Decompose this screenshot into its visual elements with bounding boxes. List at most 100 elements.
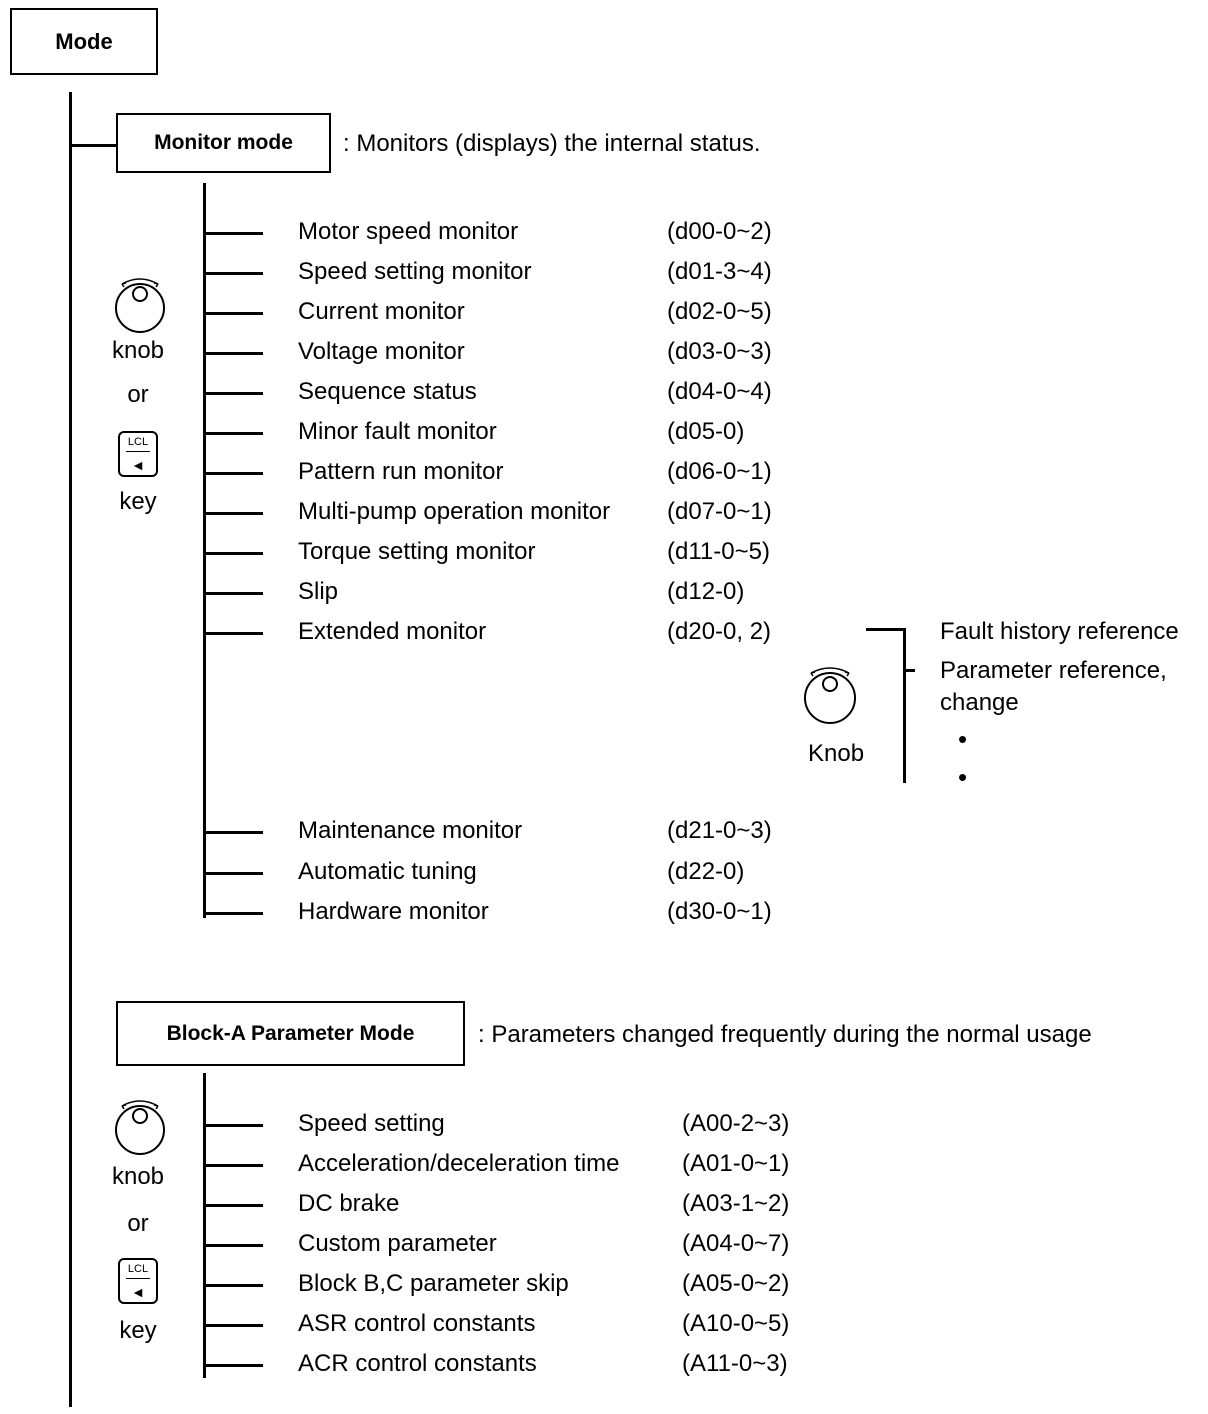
lcl-key-divider [126,451,150,452]
block-a-left-arrow-icon: ◄ [131,1284,145,1300]
extended-knob-label: Knob [808,740,865,767]
lcl-key-label: LCL [127,436,149,448]
tree-item-code: (d12-0) [667,578,745,605]
tree-item-label[interactable]: Voltage monitor [298,338,465,365]
block-a-key-label: key [119,1317,157,1344]
tree-item-code: (d30-0~1) [667,898,772,925]
tree-tick [205,272,263,275]
tree-item-label[interactable]: Multi-pump operation monitor [298,498,611,525]
monitor-mode-box[interactable]: Monitor mode [116,113,331,173]
tree-item-code: (d20-0, 2) [667,618,772,645]
tree-item-label[interactable]: Block B,C parameter skip [298,1270,569,1297]
tree-item-code: (d03-0~3) [667,338,772,365]
tree-item-code: (A05-0~2) [682,1270,790,1297]
block-a-knob-label: knob [111,1163,165,1190]
tree-item-code: (d07-0~1) [667,498,772,525]
tree-item-label[interactable]: Extended monitor [298,618,487,645]
tree-item-code: (A01-0~1) [682,1150,790,1177]
tree-item-label[interactable]: ACR control constants [298,1350,537,1377]
monitor-mode-title: Monitor mode [154,131,293,154]
block-a-knob-icon[interactable] [110,1094,170,1156]
tree-item-label[interactable]: Current monitor [298,298,465,325]
tree-item-label[interactable]: Motor speed monitor [298,218,519,245]
tree-item-code: (d06-0~1) [667,458,772,485]
tree-tick [205,632,263,635]
main-spine [69,92,72,1407]
block-a-mode-desc: : Parameters changed frequently during t… [478,1021,1092,1048]
tree-item-label[interactable]: ASR control constants [298,1310,536,1337]
tree-item-label[interactable]: Speed setting monitor [298,258,532,285]
tree-item-label[interactable]: Sequence status [298,378,477,405]
extended-connector [866,628,906,631]
block-a-mode-box[interactable]: Block-A Parameter Mode [116,1001,465,1066]
knob-icon[interactable] [110,272,170,334]
tree-tick [205,472,263,475]
monitor-trunk [203,183,206,918]
tree-item-label[interactable]: Automatic tuning [298,858,477,885]
tree-item-label[interactable]: Maintenance monitor [298,817,523,844]
continuation-dot-2: • [958,762,968,792]
block-a-lcl-key-label: LCL [127,1263,149,1275]
continuation-dot-1: • [958,724,968,754]
left-arrow-icon: ◄ [131,457,145,473]
tree-tick [205,1204,263,1207]
tree-item-label[interactable]: Torque setting monitor [298,538,536,565]
tree-tick [205,512,263,515]
tree-tick [205,1244,263,1247]
tree-tick [205,552,263,555]
extended-tick-2 [905,669,915,672]
tree-tick [205,432,263,435]
tree-tick [205,1124,263,1127]
block-a-mode-title: Block-A Parameter Mode [166,1021,415,1045]
tree-tick [205,1164,263,1167]
tree-item-label[interactable]: Custom parameter [298,1230,497,1257]
branch-monitor-connector [69,144,116,147]
tree-tick [205,1284,263,1287]
extended-knob-icon[interactable] [798,660,862,726]
tree-tick [205,232,263,235]
extended-trunk [903,628,906,783]
block-a-trunk [203,1073,206,1378]
tree-item-code: (A11-0~3) [682,1350,788,1377]
tree-tick [205,312,263,315]
tree-tick [205,1324,263,1327]
tree-item-code: (A04-0~7) [682,1230,790,1257]
parameter-reference-line2: change [940,689,1019,716]
fault-history-reference: Fault history reference [940,618,1179,645]
tree-item-label[interactable]: Hardware monitor [298,898,489,925]
tree-tick [205,392,263,395]
tree-tick [205,912,263,915]
mode-box: Mode [10,8,158,75]
block-a-or-label: or [127,1210,149,1237]
block-a-lcl-key-icon[interactable]: LCL ◄ [118,1258,158,1304]
block-a-lcl-key-divider [126,1278,150,1279]
tree-tick [205,1364,263,1367]
tree-tick [205,592,263,595]
monitor-knob-label: knob [111,337,165,364]
tree-item-code: (d05-0) [667,418,745,445]
tree-item-label[interactable]: DC brake [298,1190,400,1217]
monitor-or-label: or [127,381,149,408]
tree-item-label[interactable]: Speed setting [298,1110,445,1137]
tree-item-code: (A00-2~3) [682,1110,790,1137]
parameter-reference-line1: Parameter reference, [940,657,1167,684]
tree-item-code: (d00-0~2) [667,218,772,245]
monitor-mode-desc: : Monitors (displays) the internal statu… [343,130,761,157]
tree-item-code: (A03-1~2) [682,1190,790,1217]
tree-tick [205,352,263,355]
tree-item-code: (d04-0~4) [667,378,772,405]
lcl-key-icon[interactable]: LCL ◄ [118,431,158,477]
tree-item-code: (A10-0~5) [682,1310,790,1337]
tree-item-label[interactable]: Slip [298,578,339,605]
tree-item-code: (d01-3~4) [667,258,772,285]
tree-item-label[interactable]: Pattern run monitor [298,458,504,485]
tree-item-code: (d21-0~3) [667,817,772,844]
tree-tick [205,872,263,875]
tree-item-code: (d11-0~5) [667,538,770,565]
tree-tick [205,831,263,834]
mode-label: Mode [55,28,113,54]
tree-item-label[interactable]: Minor fault monitor [298,418,497,445]
tree-item-code: (d02-0~5) [667,298,772,325]
monitor-key-label: key [119,488,157,515]
tree-item-label[interactable]: Acceleration/deceleration time [298,1150,620,1177]
